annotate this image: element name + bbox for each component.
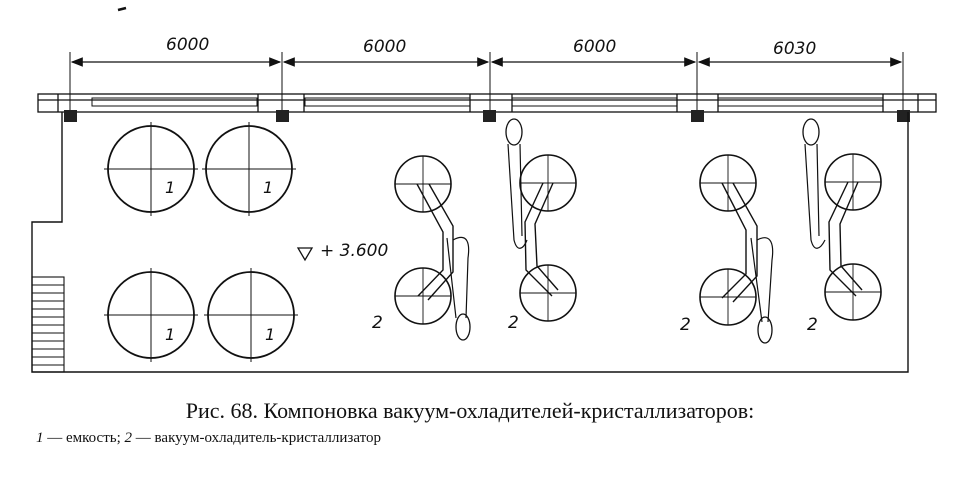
crystallizer-unit-2	[505, 118, 577, 322]
legend-num-1: 1	[36, 430, 44, 446]
crystallizer-label: 2	[807, 315, 818, 335]
dimension-extension-lines	[69, 52, 904, 118]
figure-legend: 1 — емкость; 2 — вакуум-охладитель-крист…	[36, 430, 381, 447]
tank-label: 1	[263, 178, 273, 197]
crystallizer-label: 2	[372, 313, 383, 333]
columns	[64, 110, 910, 122]
column	[691, 110, 704, 122]
building-outline	[31, 112, 909, 373]
tank-label: 1	[265, 325, 275, 344]
crystallizer-unit-1	[394, 155, 471, 341]
dimension-2: 6000	[363, 37, 406, 57]
staircase	[31, 276, 65, 373]
dimension-1: 6000	[166, 35, 209, 55]
tanks	[104, 122, 298, 362]
column	[64, 110, 77, 122]
stray-mark	[117, 6, 127, 12]
dimension-4: 6030	[773, 39, 816, 59]
figure-caption: Рис. 68. Компоновка вакуум-охладителей-к…	[185, 398, 755, 423]
crystallizer-unit-4	[802, 118, 882, 321]
column	[483, 110, 496, 122]
column	[897, 110, 910, 122]
legend-num-2: 2	[124, 430, 133, 446]
tank-label: 1	[165, 325, 175, 344]
top-beam	[37, 93, 937, 113]
crystallizer-unit-3	[699, 154, 774, 344]
elevation-triangle-icon	[296, 247, 314, 262]
tank-label: 1	[165, 178, 175, 197]
legend-text-1: — емкость;	[43, 430, 125, 446]
column	[276, 110, 289, 122]
elevation-label: + 3.600	[320, 241, 388, 261]
crystallizer-label: 2	[508, 313, 519, 333]
dimension-3: 6000	[573, 37, 616, 57]
crystallizer-label: 2	[680, 315, 691, 335]
legend-text-2: — вакуум-охладитель-кристаллизатор	[132, 430, 381, 446]
